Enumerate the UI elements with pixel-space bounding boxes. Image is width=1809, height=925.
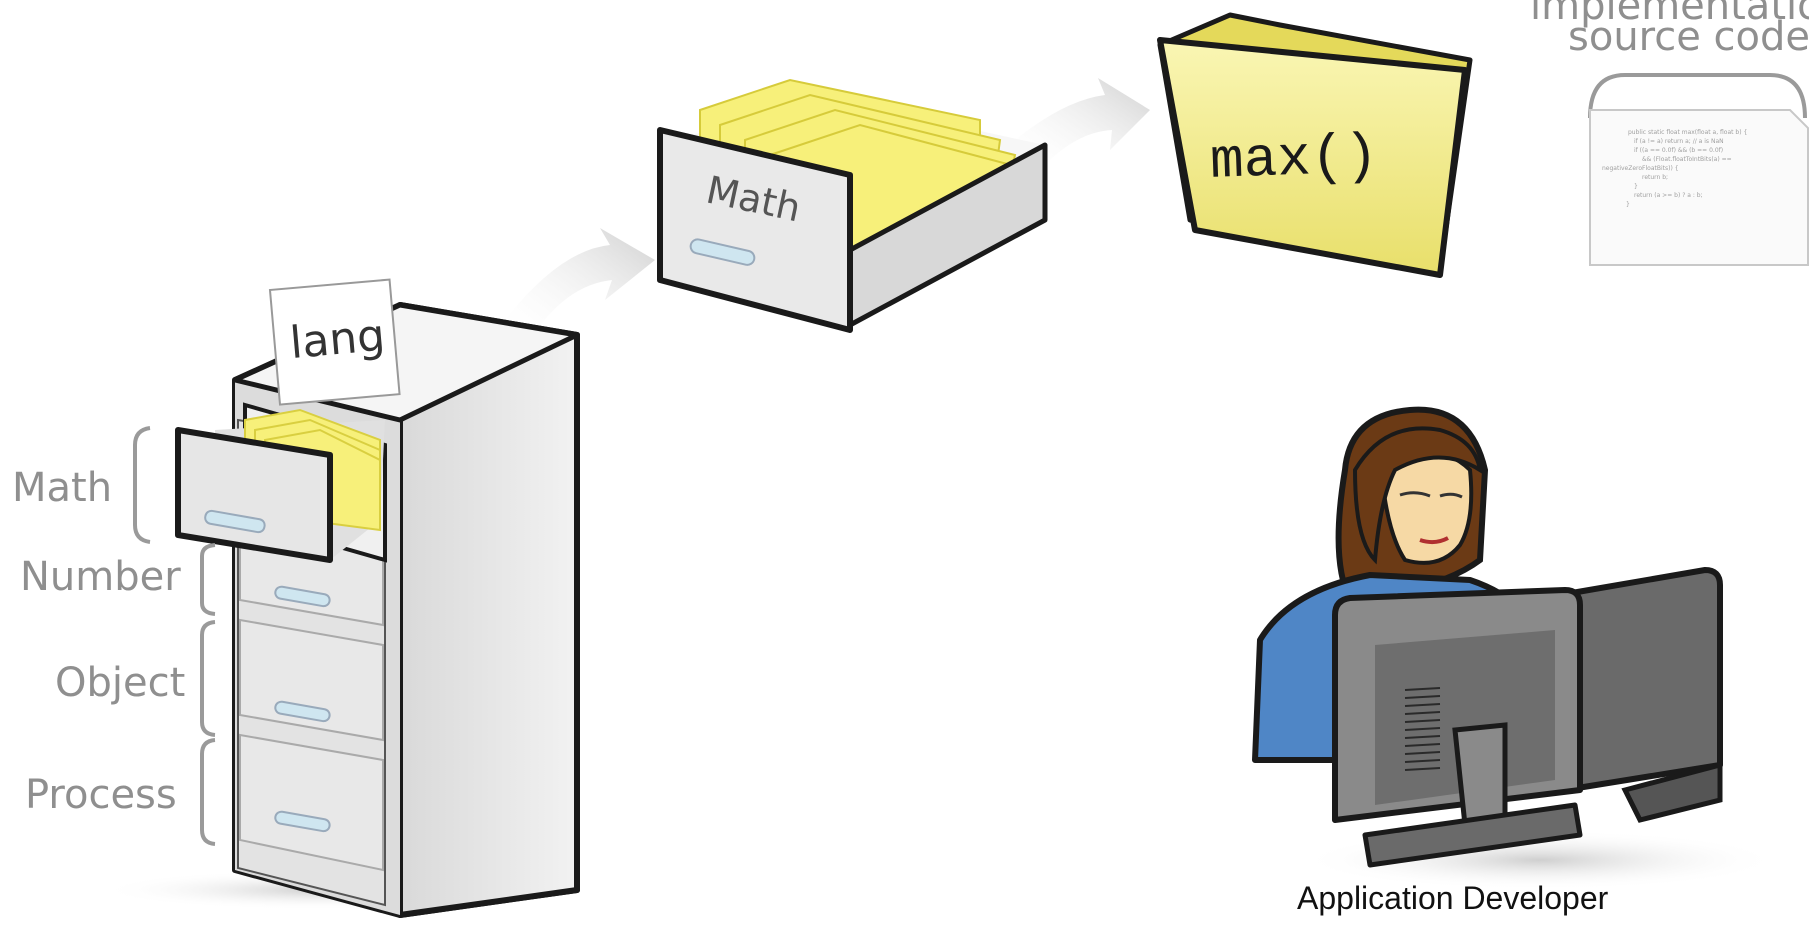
source-code-snippet: public static float max(float a, float b…: [1598, 128, 1803, 209]
flow-arrow-2: [1015, 78, 1150, 170]
drawer-label-object: Object: [55, 660, 186, 706]
folder-label: max(): [1208, 124, 1380, 194]
implementation-doc: [1588, 73, 1809, 266]
developer-illustration: [1252, 406, 1780, 890]
code-line: if ((a == 0.0f) && (b == 0.0f): [1634, 147, 1724, 154]
filing-cabinet: [100, 278, 580, 918]
code-line: && (Float.floatToIntBits(a) ==: [1642, 156, 1732, 163]
code-line: }: [1626, 201, 1630, 208]
code-line: }: [1634, 183, 1638, 190]
code-line: negativeZeroFloatBits)) {: [1602, 165, 1679, 172]
drawer-label-math: Math: [12, 465, 113, 511]
implementation-title-line1: implementation: [1530, 0, 1809, 29]
drawer-brackets: [133, 426, 216, 846]
code-line: if (a != a) return a; // a is NaN: [1634, 138, 1724, 145]
implementation-title-line2: source code: [1568, 14, 1809, 60]
drawer-label-number: Number: [20, 554, 181, 600]
max-folder: [1157, 12, 1473, 278]
math-drawer: [657, 78, 1048, 333]
code-line: return b;: [1642, 174, 1669, 181]
code-line: return (a >= b) ? a : b;: [1634, 192, 1703, 199]
developer-caption: Application Developer: [1297, 880, 1609, 916]
drawer-label-process: Process: [25, 772, 177, 818]
code-line: public static float max(float a, float b…: [1628, 129, 1748, 136]
flow-arrow-1: [505, 228, 655, 340]
cabinet-tab-label: lang: [287, 309, 388, 370]
